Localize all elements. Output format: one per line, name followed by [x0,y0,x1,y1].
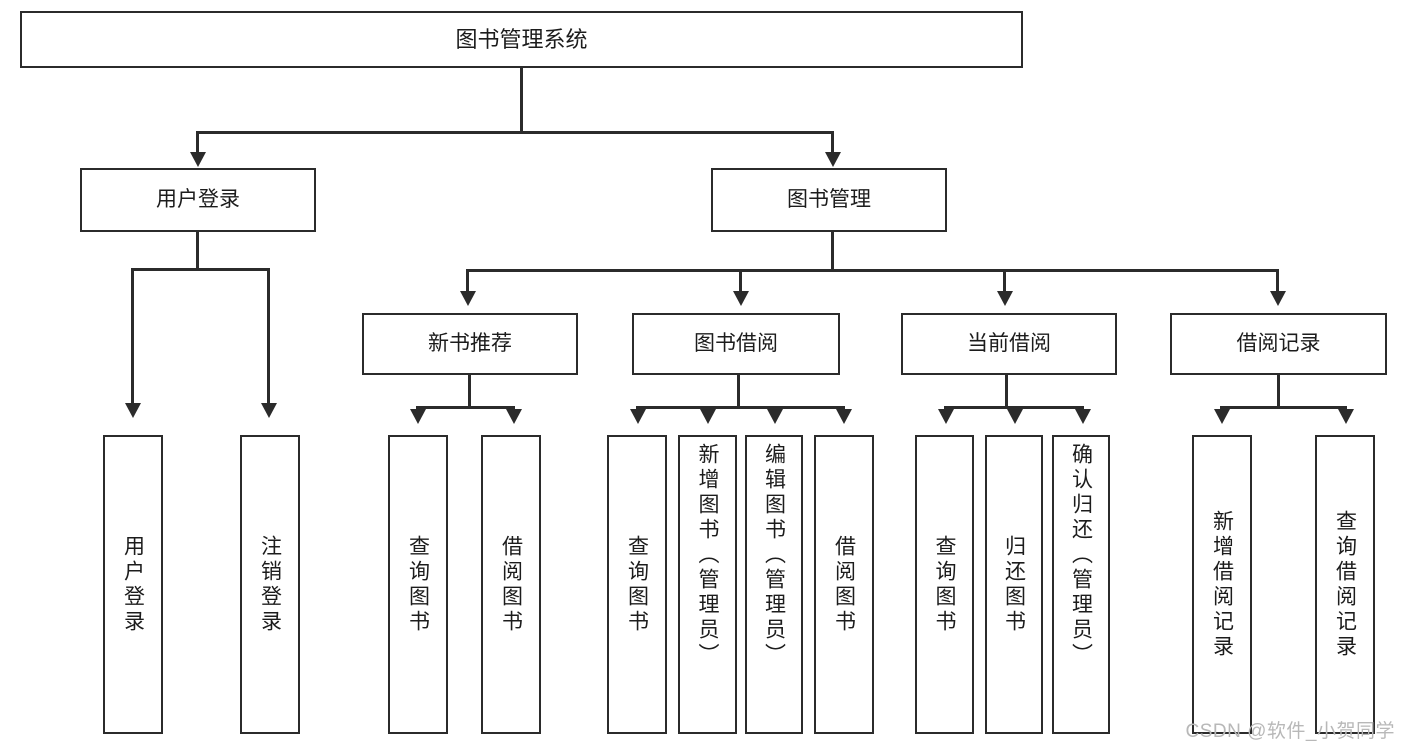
node-label: 确认归还（管理员） [1069,443,1093,668]
connector-root-drop-right [831,131,834,155]
node-book-management[interactable]: 图书管理 [711,168,947,232]
node-borrow-record[interactable]: 借阅记录 [1170,313,1387,375]
arrow-to-new-book [460,291,476,306]
node-label: 图书管理 [787,187,871,211]
arrow-to-leaf-query-record [1338,409,1354,424]
node-label: 查询图书 [933,534,956,635]
arrow-to-leaf-borrow-book-2 [836,409,852,424]
connector-newbook-stem [468,375,471,408]
leaf-confirm-return-admin[interactable]: 确认归还（管理员） [1052,435,1110,734]
node-label: 查询借阅记录 [1333,509,1357,660]
arrow-to-leaf-return-book [1007,409,1023,424]
arrow-to-user-login [190,152,206,167]
node-book-borrow[interactable]: 图书借阅 [632,313,840,375]
leaf-logout[interactable]: 注销登录 [240,435,300,734]
arrow-to-book-borrow [733,291,749,306]
leaf-return-book[interactable]: 归还图书 [985,435,1043,734]
node-label: 新增图书（管理员） [696,443,719,668]
arrow-to-leaf-add-book [700,409,716,424]
arrow-to-leaf-user-login [125,403,141,418]
leaf-query-book-current[interactable]: 查询图书 [915,435,974,734]
connector-bookmanage-bar [467,269,1279,272]
node-label: 图书借阅 [694,331,778,355]
arrow-to-leaf-borrow-book-1 [506,409,522,424]
leaf-query-borrow-record[interactable]: 查询借阅记录 [1315,435,1375,734]
node-label: 查询图书 [406,534,430,635]
node-root-system[interactable]: 图书管理系统 [20,11,1023,68]
leaf-add-book-admin[interactable]: 新增图书（管理员） [678,435,737,734]
connector-bookmanage-stem [831,232,834,271]
node-user-login[interactable]: 用户登录 [80,168,316,232]
leaf-query-book-borrow[interactable]: 查询图书 [607,435,667,734]
connector-currentborrow-stem [1005,375,1008,408]
arrow-to-leaf-query-book-3 [938,409,954,424]
node-label: 用户登录 [121,534,145,635]
connector-bookborrow-bar [637,406,845,409]
node-current-borrow[interactable]: 当前借阅 [901,313,1117,375]
connector-userlogin-stem [196,232,199,270]
connector-userlogin-drop-2 [267,268,270,406]
leaf-add-borrow-record[interactable]: 新增借阅记录 [1192,435,1252,734]
connector-bookmanage-drop-3 [1003,269,1006,293]
node-label: 注销登录 [258,534,282,635]
connector-newbook-bar [417,406,515,409]
connector-userlogin-drop-1 [131,268,134,406]
connector-borrowrecord-bar [1221,406,1347,409]
node-label: 借阅图书 [499,534,523,635]
connector-bookmanage-drop-1 [466,269,469,293]
arrow-to-leaf-query-book-1 [410,409,426,424]
node-label: 借阅记录 [1236,331,1321,355]
connector-bookmanage-drop-4 [1276,269,1279,293]
arrow-to-book-manage [825,152,841,167]
connector-bookmanage-drop-2 [739,269,742,293]
csdn-watermark: CSDN @软件_小贺同学 [1185,721,1395,742]
arrow-to-leaf-edit-book [767,409,783,424]
connector-root-bar [197,131,834,134]
connector-bookborrow-stem [737,375,740,408]
node-label: 借阅图书 [832,534,856,635]
arrow-to-leaf-logout [261,403,277,418]
arrow-to-leaf-confirm-return [1075,409,1091,424]
connector-root-stem [520,68,523,131]
node-label: 图书管理系统 [455,26,588,52]
node-label: 用户登录 [156,187,240,211]
arrow-to-borrow-record [1270,291,1286,306]
connector-root-drop-left [196,131,199,155]
node-label: 归还图书 [1002,534,1026,635]
node-new-book-recommend[interactable]: 新书推荐 [362,313,578,375]
leaf-borrow-book-new[interactable]: 借阅图书 [481,435,541,734]
leaf-user-login[interactable]: 用户登录 [103,435,163,734]
connector-borrowrecord-stem [1277,375,1280,408]
node-label: 编辑图书（管理员） [762,443,786,668]
leaf-edit-book-admin[interactable]: 编辑图书（管理员） [745,435,803,734]
arrow-to-leaf-add-record [1214,409,1230,424]
arrow-to-leaf-query-book-2 [630,409,646,424]
arrow-to-current-borrow [997,291,1013,306]
node-label: 当前借阅 [967,331,1051,355]
connector-userlogin-bar [131,268,269,271]
node-label: 查询图书 [625,534,649,635]
leaf-query-book-new[interactable]: 查询图书 [388,435,448,734]
node-label: 新书推荐 [428,331,512,355]
leaf-borrow-book[interactable]: 借阅图书 [814,435,874,734]
node-label: 新增借阅记录 [1210,509,1234,660]
